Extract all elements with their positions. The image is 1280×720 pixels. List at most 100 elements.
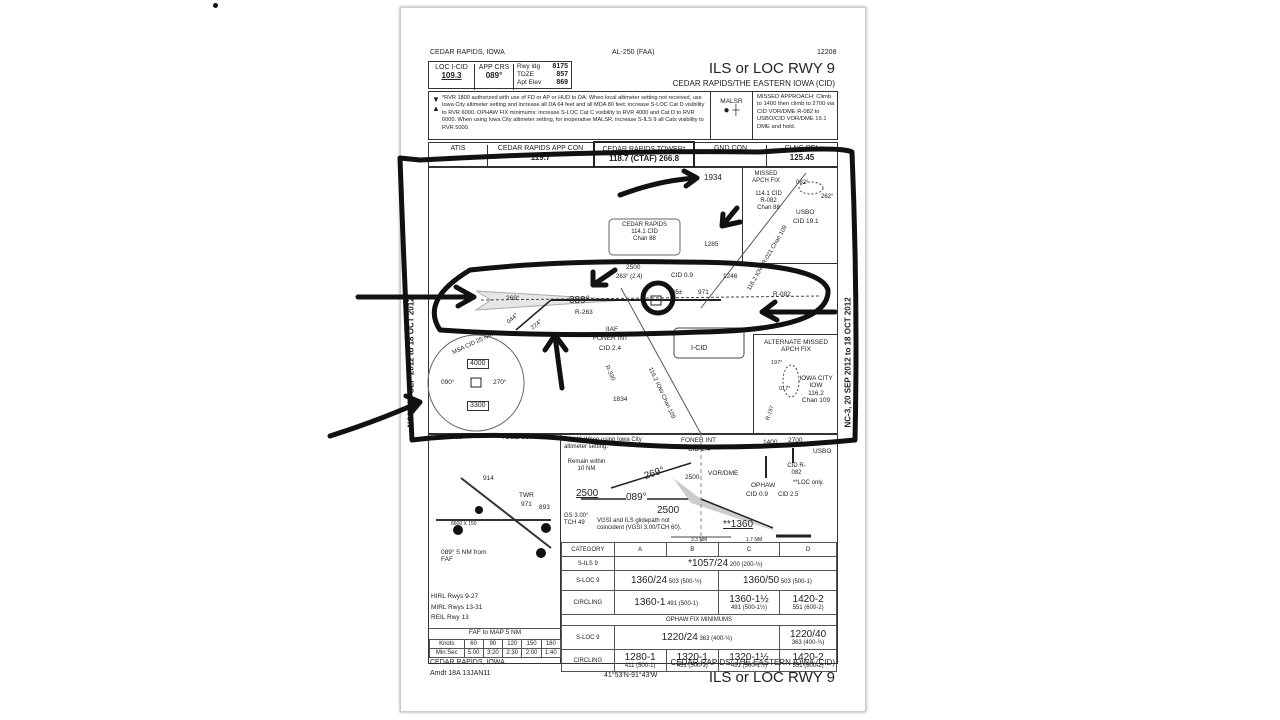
hat: 503 (500-½) <box>668 579 702 585</box>
apt-elev-label: Apt Elev <box>517 79 542 86</box>
tdze-label: TDZE <box>517 71 534 78</box>
profile-089: 089° <box>626 492 647 504</box>
cell: 180 <box>540 639 562 649</box>
twr-971: 971 <box>521 501 532 508</box>
notes-text: *RVR 1800 authorized with use of FD or A… <box>442 95 705 131</box>
glidepath <box>700 498 774 529</box>
value: 1360-1 <box>634 597 666 608</box>
vor-dme: VOR/DME <box>708 470 739 477</box>
profile-2500b: 2500 <box>657 505 680 516</box>
table-row: OPHAW FIX MINIMUMS <box>561 614 837 626</box>
value: 1420-2 <box>792 594 824 605</box>
row-label: CIRCLING <box>561 649 615 672</box>
hat: 411 (500-1) <box>624 663 656 669</box>
hat: 363 (400-½) <box>699 636 733 642</box>
value: 1360/50 <box>742 575 780 586</box>
footer-coords: 41°53'N-91°43'W <box>604 672 658 679</box>
cell: 120 <box>502 639 523 649</box>
knots-label: Knots <box>429 639 465 649</box>
value: 1280-1 <box>624 652 656 663</box>
footer-airport: CEDAR RAPIDS/ THE EASTERN IOWA (CID) <box>670 658 835 667</box>
cat-d: D <box>779 542 837 557</box>
value: 1360-1½ <box>729 594 769 605</box>
footer-amdt: Amdt 18A 13JAN11 <box>430 670 491 677</box>
approach-light <box>536 548 546 558</box>
malsr-icon: ● ┼ <box>723 105 740 116</box>
hat: 551 (600-2) <box>792 605 824 611</box>
profile-usbo: USBO <box>813 448 832 455</box>
cid-25: CID 2.5 <box>778 492 799 498</box>
loc-freq: 109.3 <box>441 71 462 80</box>
missed-approach-text: MISSED APPROACH: Climb to 1400 then clim… <box>757 94 835 130</box>
value: 1320-1½ <box>729 652 769 663</box>
cell: 2:30 <box>502 648 523 658</box>
cell: 1360/50 503 (500-1) <box>717 570 838 591</box>
stray-dot <box>213 3 218 8</box>
approach-chart-sheet: CEDAR RAPIDS, IOWA AL-250 (FAA) 12208 IL… <box>400 7 866 712</box>
tdze: 857 <box>556 71 568 78</box>
cat-header: CATEGORY <box>561 542 615 557</box>
hirl: HIRL Rwys 9-27 <box>431 593 479 600</box>
profile-2500a: 2500 <box>685 474 700 481</box>
cell: 90 <box>482 639 504 649</box>
cell: 5:00 <box>463 648 484 658</box>
dist-17: 1.7 NM <box>746 537 763 543</box>
divider <box>560 434 561 664</box>
cell: 2:00 <box>521 648 542 658</box>
header-city: CEDAR RAPIDS, IOWA <box>430 49 505 56</box>
hat: 491 (500-1½) <box>730 605 767 611</box>
loc-only: **LOC only. <box>793 480 824 486</box>
sils-mins: *1057/24 200 (200-½) <box>613 556 838 571</box>
value: 1220/24 <box>661 632 698 643</box>
cell: 1220/24 363 (400-½) <box>613 625 781 650</box>
outbound-line <box>610 462 692 489</box>
twr-label: TWR <box>519 492 534 499</box>
table-row: S-ILS 9*1057/24 200 (200-½) <box>561 556 838 571</box>
cell: 1360-1 491 (500-1) <box>613 590 719 615</box>
loc-label: LOC I-CID <box>435 64 468 71</box>
ophaw-dme: CID 0.9 <box>746 491 769 498</box>
mda-1360: **1360 <box>723 519 754 530</box>
row-label: S-ILS 9 <box>561 556 615 571</box>
profile-2500: 2500 <box>576 488 599 499</box>
value: 1220/40 <box>790 629 827 640</box>
runway-13-31 <box>460 477 552 549</box>
value: 1320-1 <box>676 652 708 663</box>
cat-a: A <box>613 542 667 557</box>
timing-title: FAF to MAP 5 NM <box>429 628 561 636</box>
min-label: Min:Sec <box>429 648 465 658</box>
cell: 150 <box>521 639 542 649</box>
cell: 1:40 <box>540 648 562 658</box>
cat-b: B <box>665 542 719 557</box>
hat: 491 (500-1) <box>667 601 699 607</box>
dist-33: 3.3 NM <box>691 537 708 543</box>
hat: 503 (500-1) <box>780 579 812 585</box>
app-crs: 089° <box>485 71 503 80</box>
approach-light <box>453 525 463 535</box>
footer-city: CEDAR RAPIDS, IOWA <box>430 659 505 666</box>
row-label: CIRCLING <box>561 590 615 615</box>
cell: 60 <box>463 639 484 649</box>
airport-name: CEDAR RAPIDS/THE EASTERN IOWA (CID) <box>672 79 835 88</box>
ophaw: OPHAW <box>751 482 776 489</box>
hat: 451 (500-1½) <box>730 663 767 669</box>
value: 1360/24 <box>630 575 668 586</box>
ophaw-title: OPHAW FIX MINIMUMS <box>561 614 837 626</box>
header-source: AL-250 (FAA) <box>612 49 655 56</box>
gs-label: GS 3.00° TCH 49 <box>564 513 589 526</box>
approach-light <box>475 506 483 514</box>
value: *1057/24 <box>688 558 729 569</box>
